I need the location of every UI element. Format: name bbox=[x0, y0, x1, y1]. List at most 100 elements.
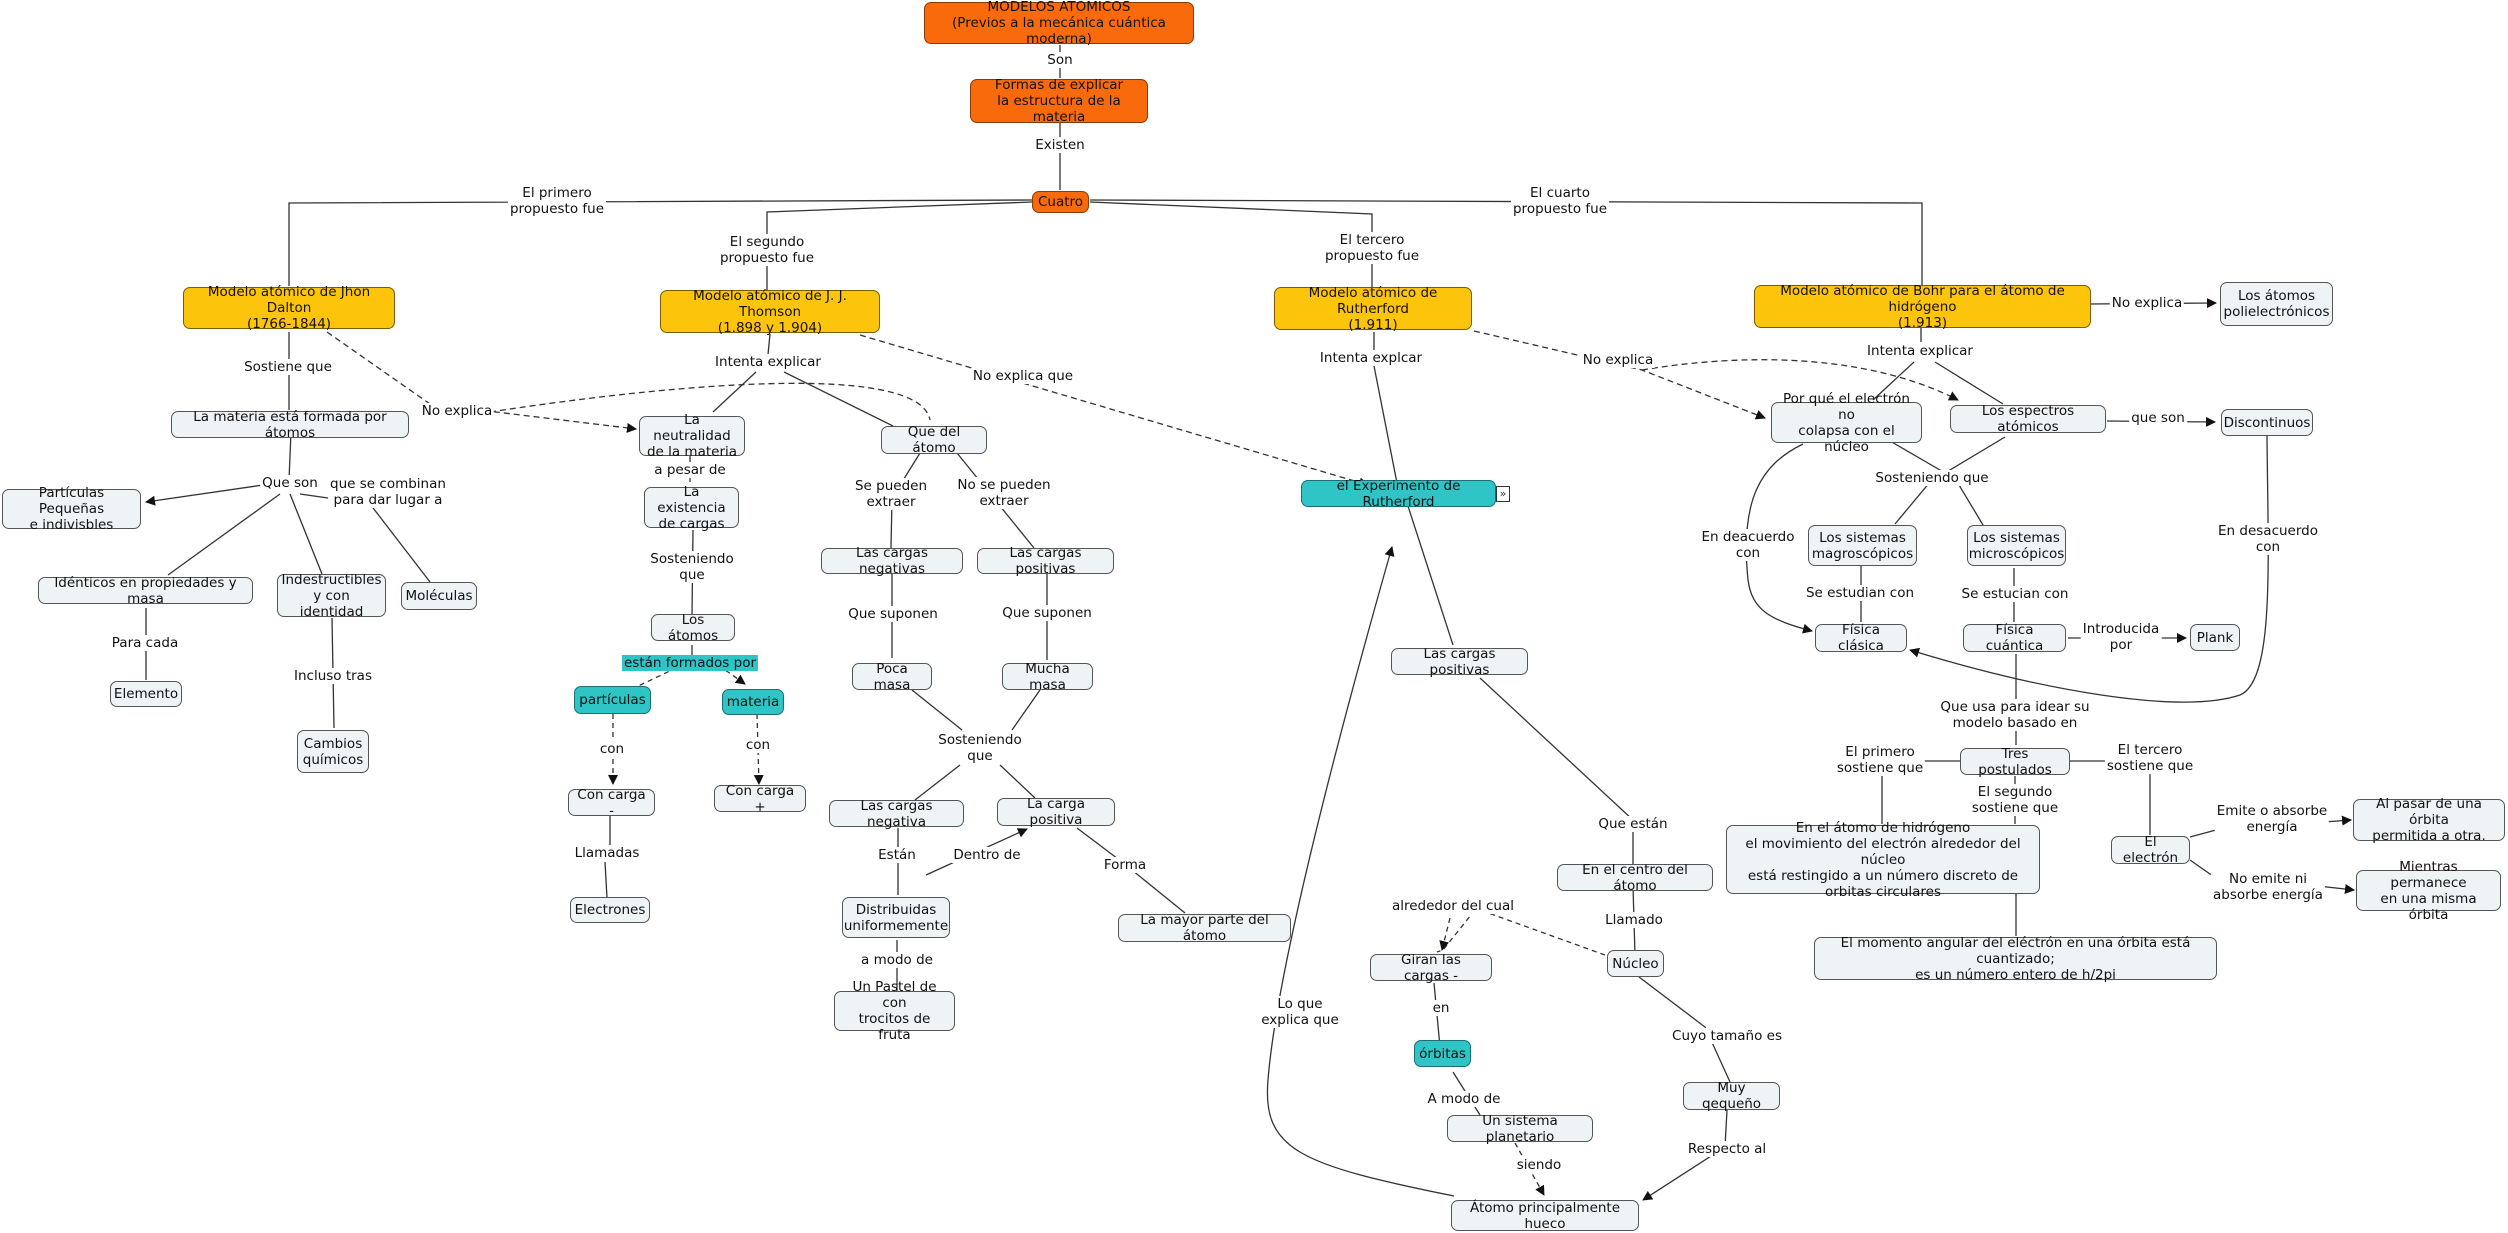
label-tamano: Cuyo tamaño es bbox=[1670, 1028, 1784, 1044]
node-espectros[interactable]: Los espectros atómicos bbox=[1950, 403, 2106, 435]
label-no-explica-dalton: No explica bbox=[419, 403, 495, 419]
node-por-que-electron[interactable]: Por qué el electrón no colapsa con el nú… bbox=[1771, 391, 1922, 455]
node-electrones[interactable]: Electrones bbox=[570, 897, 650, 923]
label-llamado: Llamado bbox=[1603, 912, 1665, 928]
node-pastel[interactable]: Un Pastel de con trocitos de fruta bbox=[834, 979, 955, 1043]
label-introducida: Introducida por bbox=[2080, 621, 2162, 653]
label-pueden-extraer: Se pueden extraer bbox=[852, 478, 930, 510]
node-plank[interactable]: Plank bbox=[2190, 624, 2240, 651]
label-a-pesar: a pesar de bbox=[652, 462, 728, 478]
label-lo-que-explica: Lo que explica que bbox=[1259, 996, 1341, 1028]
label-tercero: El tercero propuesto fue bbox=[1322, 232, 1422, 264]
label-primero: El primero propuesto fue bbox=[507, 185, 607, 217]
label-son: Son bbox=[1045, 52, 1075, 68]
label-deacuerdo: En deacuerdo con bbox=[1699, 529, 1797, 561]
node-el-electron[interactable]: El electrón bbox=[2111, 834, 2190, 866]
node-giran-cargas[interactable]: Giran las cargas - bbox=[1370, 952, 1492, 984]
node-poca-masa[interactable]: Poca masa bbox=[852, 661, 932, 693]
label-tercero-sostiene: El tercero sostiene que bbox=[2104, 742, 2196, 774]
node-identicos[interactable]: Idénticos en propiedades y masa bbox=[38, 575, 253, 607]
label-intenta-thomson: Intenta explicar bbox=[713, 354, 823, 370]
node-indestructibles[interactable]: Indestructibles y con identidad bbox=[277, 572, 386, 620]
node-con-carga-mas[interactable]: Con carga + bbox=[714, 783, 806, 815]
label-dentro-de: Dentro de bbox=[951, 847, 1023, 863]
label-primero-sostiene: El primero sostiene que bbox=[1834, 744, 1926, 776]
node-cargas-positivas-r[interactable]: Las cargas positivas bbox=[1391, 646, 1528, 678]
label-a-modo-de-1: a modo de bbox=[859, 952, 935, 968]
node-sistema-planetario[interactable]: Un sistema planetario bbox=[1447, 1113, 1593, 1145]
label-alrededor: alrededor del cual bbox=[1389, 898, 1517, 914]
node-centro-atomo[interactable]: En el centro del átomo bbox=[1557, 862, 1713, 894]
node-modelo-rutherford[interactable]: Modelo atómico de Rutherford (1.911) bbox=[1274, 285, 1472, 333]
label-forma: Forma bbox=[1101, 857, 1149, 873]
node-cargas-negativa[interactable]: Las cargas negativa bbox=[829, 798, 964, 830]
node-cargas-negativas[interactable]: Las cargas negativas bbox=[821, 545, 963, 577]
node-formas-de-explicar[interactable]: Formas de explicar la estructura de la m… bbox=[970, 77, 1148, 125]
node-atomo-hueco[interactable]: Átomo principalmente hueco bbox=[1451, 1200, 1639, 1232]
expand-icon[interactable]: » bbox=[1496, 486, 1510, 502]
node-materia[interactable]: materia bbox=[722, 689, 784, 715]
node-nucleo[interactable]: Núcleo bbox=[1607, 950, 1664, 977]
label-no-explica-bohr: No explica bbox=[2109, 295, 2185, 311]
node-postulado-1[interactable]: En el átomo de hidrógeno el movimiento d… bbox=[1726, 820, 2040, 900]
node-modelo-thomson[interactable]: Modelo atómico de J. J. Thomson (1.898 y… bbox=[660, 288, 880, 336]
label-no-emite: No emite ni absorbe energía bbox=[2211, 871, 2325, 903]
node-fisica-clasica[interactable]: Física clásica bbox=[1815, 622, 1907, 654]
label-segundo-sostiene: El segundo sostiene que bbox=[1969, 784, 2061, 816]
label-que-usa: Que usa para idear su modelo basado en bbox=[1938, 699, 2092, 731]
label-no-pueden-extraer: No se pueden extraer bbox=[955, 477, 1053, 509]
label-formados-por: están formados por bbox=[621, 655, 759, 671]
label-emite: Emite o absorbe energía bbox=[2214, 803, 2330, 835]
node-sistemas-magroscopicos[interactable]: Los sistemas magroscópicos bbox=[1808, 525, 1917, 566]
node-cambios-quimicos[interactable]: Cambios químicos bbox=[297, 730, 369, 773]
node-particulas-pequenas[interactable]: Partículas Pequeñas e indivisbles bbox=[2, 485, 141, 533]
node-carga-positiva[interactable]: La carga positiva bbox=[997, 796, 1115, 828]
node-atomos-polielectronicos[interactable]: Los átomos polielectrónicos bbox=[2220, 282, 2333, 326]
label-que-son-bohr: que son bbox=[2129, 410, 2187, 426]
node-cuatro[interactable]: Cuatro bbox=[1032, 191, 1089, 213]
label-no-explica-que: No explica que bbox=[970, 368, 1076, 384]
node-elemento[interactable]: Elemento bbox=[110, 681, 182, 707]
label-suponen-1: Que suponen bbox=[846, 606, 940, 622]
label-existen: Existen bbox=[1033, 137, 1087, 153]
label-estudian-1: Se estudian con bbox=[1803, 585, 1917, 601]
node-fisica-cuantica[interactable]: Física cuántica bbox=[1963, 622, 2066, 654]
node-modelos-atomicos[interactable]: MODELOS ATÓMICOS (Previos a la mecánica … bbox=[924, 0, 1194, 47]
label-sosteniendo-3: Sosteniendo que bbox=[1873, 470, 1991, 486]
label-estan: Están bbox=[876, 847, 918, 863]
node-orbitas[interactable]: órbitas bbox=[1414, 1040, 1471, 1067]
label-siendo: siendo bbox=[1514, 1157, 1564, 1173]
label-sosteniendo-1: Sosteniendo que bbox=[648, 551, 736, 583]
node-materia-atomos[interactable]: La materia está formada por átomos bbox=[171, 409, 409, 441]
label-que-son: Que son bbox=[260, 475, 320, 491]
node-cargas-positivas-t[interactable]: Las cargas positivas bbox=[977, 545, 1114, 577]
node-modelo-bohr[interactable]: Modelo atómico de Bohr para el átomo de … bbox=[1754, 283, 2091, 331]
node-postulado-2[interactable]: El momento angular del eléctrón en una ó… bbox=[1814, 935, 2217, 983]
node-neutralidad[interactable]: La neutralidad de la materia bbox=[639, 412, 745, 460]
node-existencia-cargas[interactable]: La existencia de cargas bbox=[644, 484, 739, 532]
node-pasar-orbita[interactable]: Al pasar de una órbita permitida a otra. bbox=[2353, 796, 2505, 844]
node-con-carga-menos[interactable]: Con carga - bbox=[568, 787, 655, 819]
node-que-del-atomo[interactable]: Que del átomo bbox=[881, 424, 987, 456]
node-moleculas[interactable]: Moléculas bbox=[401, 582, 477, 610]
label-sostiene: Sostiene que bbox=[242, 359, 334, 375]
node-distribuidas[interactable]: Distribuidas uniformemente bbox=[842, 897, 950, 938]
label-desacuerdo: En desacuerdo con bbox=[2216, 523, 2320, 555]
node-tres-postulados[interactable]: Tres postulados bbox=[1960, 746, 2070, 778]
node-misma-orbita[interactable]: Mientras permanece en una misma órbita bbox=[2356, 859, 2501, 923]
label-con-2: con bbox=[743, 737, 773, 753]
node-mayor-parte[interactable]: La mayor parte del átomo bbox=[1118, 912, 1291, 944]
label-con-1: con bbox=[597, 741, 627, 757]
label-combinan: que se combinan para dar lugar a bbox=[328, 476, 448, 508]
node-experimento-rutherford[interactable]: el Experimento de Rutherford bbox=[1301, 478, 1496, 510]
node-los-atomos[interactable]: Los átomos bbox=[651, 612, 735, 644]
label-en: en bbox=[1430, 1000, 1452, 1016]
label-intenta-rutherford: Intenta explcar bbox=[1317, 350, 1425, 366]
label-segundo: El segundo propuesto fue bbox=[717, 234, 817, 266]
node-mucha-masa[interactable]: Mucha masa bbox=[1002, 661, 1093, 693]
node-particulas[interactable]: partículas bbox=[574, 686, 651, 714]
node-modelo-dalton[interactable]: Modelo atómico de Jhon Dalton (1766-1844… bbox=[183, 284, 395, 332]
node-sistemas-microscopicos[interactable]: Los sistemas microscópicos bbox=[1967, 525, 2066, 566]
node-discontinuos[interactable]: Discontinuos bbox=[2221, 409, 2313, 436]
node-muy-pequeno[interactable]: Muy qequeño bbox=[1683, 1080, 1780, 1112]
